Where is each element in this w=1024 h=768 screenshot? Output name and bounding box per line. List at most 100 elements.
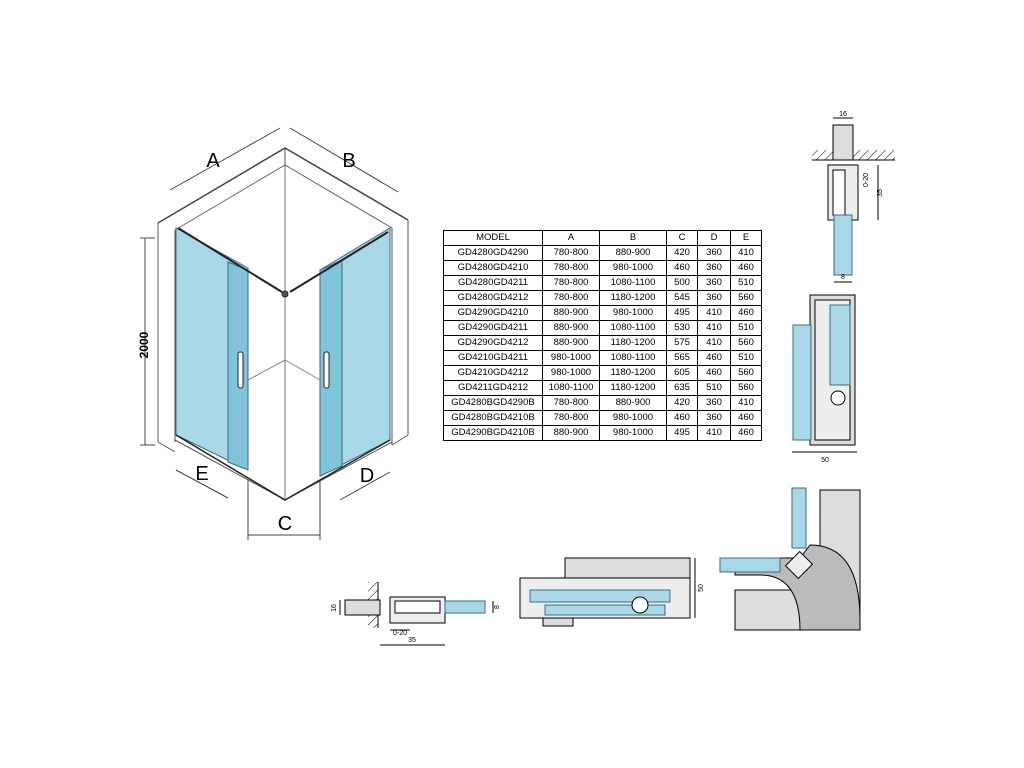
table-cell: GD4210GD4212 (443, 365, 543, 381)
horizontal-profile-adjust: 0-20 (393, 630, 407, 637)
table-cell: 360 (697, 245, 731, 261)
table-cell: 780-800 (542, 290, 600, 306)
table-cell: 560 (730, 335, 762, 351)
dimension-label-a: A (206, 150, 220, 172)
table-cell: 545 (666, 290, 698, 306)
table-cell: 510 (730, 275, 762, 291)
table-cell: 1080-1100 (599, 275, 667, 291)
table-cell: 565 (666, 350, 698, 366)
horizontal-profile-width: 16 (331, 604, 338, 612)
table-cell: 880-900 (542, 335, 600, 351)
table-cell: 410 (697, 320, 731, 336)
table-cell: 360 (697, 275, 731, 291)
dimension-label-e: E (195, 463, 208, 485)
table-cell: 780-800 (542, 410, 600, 426)
table-cell: 495 (666, 425, 698, 441)
table-cell: 495 (666, 305, 698, 321)
door-detail (519, 557, 696, 627)
wall-profile-horizontal (339, 582, 494, 646)
header-e: E (730, 230, 762, 246)
table-cell: 360 (697, 395, 731, 411)
table-cell: 410 (730, 245, 762, 261)
table-cell: 560 (730, 365, 762, 381)
enclosure-drawing (157, 147, 409, 501)
spec-table-header: MODEL A B C D E (443, 230, 762, 246)
header-c: C (666, 230, 698, 246)
table-cell: 880-900 (542, 320, 600, 336)
table-cell: 980-1000 (599, 425, 667, 441)
wall-profile-vertical (812, 117, 895, 283)
table-cell: 880-900 (542, 425, 600, 441)
table-cell: GD4290BGD4210B (443, 425, 543, 441)
corner-detail (792, 294, 857, 453)
table-cell: 605 (666, 365, 698, 381)
table-cell: 1180-1200 (599, 380, 667, 396)
table-cell: 560 (730, 290, 762, 306)
table-cell: 980-1000 (542, 365, 600, 381)
table-cell: 500 (666, 275, 698, 291)
table-cell: GD4280GD4290 (443, 245, 543, 261)
table-cell: 510 (697, 380, 731, 396)
table-cell: 410 (730, 395, 762, 411)
table-cell: 360 (697, 290, 731, 306)
door-detail-height: 50 (698, 584, 705, 592)
header-a: A (542, 230, 600, 246)
table-cell: 360 (697, 260, 731, 276)
table-cell: 410 (697, 305, 731, 321)
horizontal-profile-glass: 8 (494, 605, 501, 609)
table-cell: GD4211GD4212 (443, 380, 543, 396)
table-cell: 980-1000 (599, 260, 667, 276)
dimension-label-d: D (360, 465, 374, 487)
table-cell: GD4280BGD4210B (443, 410, 543, 426)
table-cell: 980-1000 (542, 350, 600, 366)
table-cell: 780-800 (542, 260, 600, 276)
table-cell: 1080-1100 (542, 380, 600, 396)
table-cell: 780-800 (542, 395, 600, 411)
table-cell: 460 (666, 410, 698, 426)
vertical-profile-depth: 35 (877, 189, 884, 197)
table-cell: 410 (697, 425, 731, 441)
table-cell: 1180-1200 (599, 290, 667, 306)
table-cell: 460 (730, 305, 762, 321)
dimension-label-b: B (342, 150, 355, 172)
vertical-profile-adjust: 0-20 (863, 173, 870, 187)
table-cell: 1080-1100 (599, 350, 667, 366)
table-cell: 460 (697, 365, 731, 381)
table-cell: GD4280GD4211 (443, 275, 543, 291)
corner-detail-width: 50 (821, 457, 829, 464)
table-cell: 780-800 (542, 275, 600, 291)
table-cell: GD4280BGD4290B (443, 395, 543, 411)
height-label: 2000 (137, 331, 151, 358)
table-cell: GD4280GD4210 (443, 260, 543, 276)
table-cell: GD4290GD4211 (443, 320, 543, 336)
table-cell: GD4280GD4212 (443, 290, 543, 306)
table-cell: 460 (730, 410, 762, 426)
table-cell: GD4290GD4210 (443, 305, 543, 321)
table-cell: GD4290GD4212 (443, 335, 543, 351)
table-cell: 780-800 (542, 245, 600, 261)
table-cell: GD4210GD4211 (443, 350, 543, 366)
table-cell: 1080-1100 (599, 320, 667, 336)
horizontal-profile-depth: 35 (408, 637, 416, 644)
header-d: D (697, 230, 731, 246)
dimension-label-c: C (278, 513, 292, 535)
table-cell: 880-900 (599, 395, 667, 411)
table-cell: 560 (730, 380, 762, 396)
table-cell: 410 (697, 335, 731, 351)
table-cell: 420 (666, 245, 698, 261)
table-cell: 420 (666, 395, 698, 411)
table-cell: 1180-1200 (599, 335, 667, 351)
